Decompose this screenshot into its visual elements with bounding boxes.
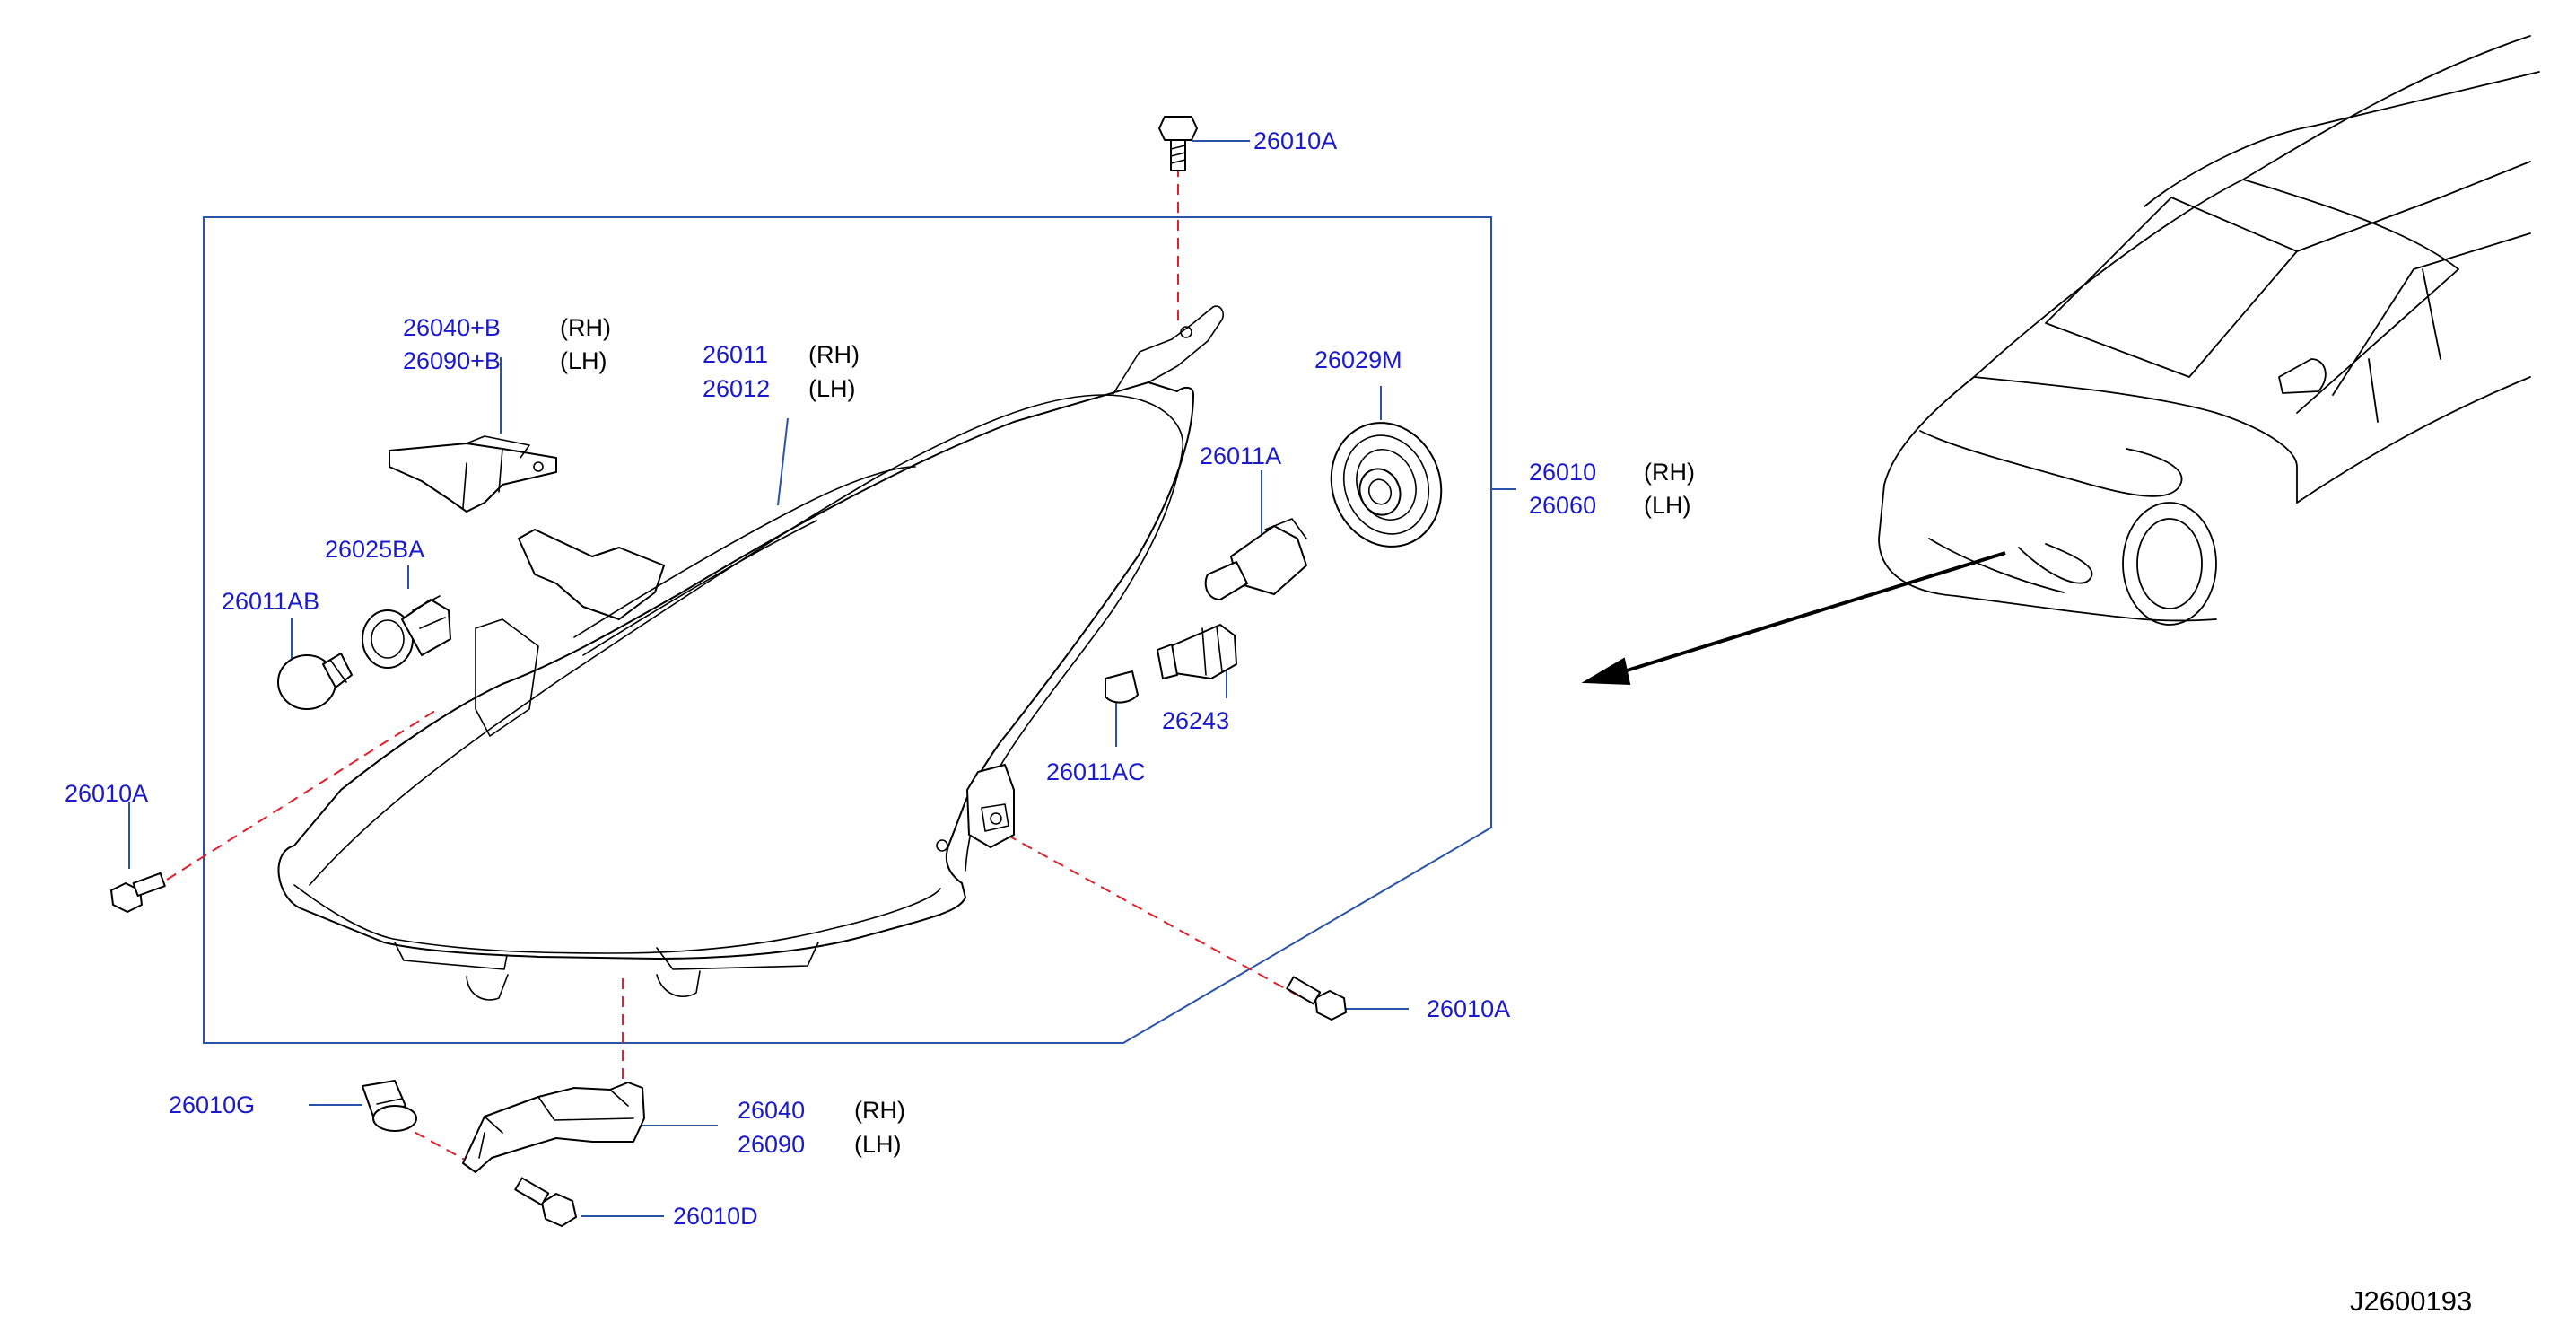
label-assembly-rh: 26010 — [1529, 459, 1596, 486]
label-bolt-lower-right: 26010A — [1427, 995, 1510, 1022]
label-bulb-ab: 26011AB — [222, 588, 319, 615]
bracket-lower-icon — [462, 1082, 645, 1173]
diagram-code: J2600193 — [2350, 1285, 2472, 1317]
label-housing-rh: 26011 — [703, 341, 768, 368]
label-bulb-ac: 26011AC — [1046, 758, 1146, 785]
bulb-ac-icon — [1105, 670, 1139, 704]
socket-ba-icon — [362, 595, 451, 669]
label-side-rh-2: (RH) — [808, 341, 860, 368]
label-bracket-lower-rh: 26040 — [738, 1097, 805, 1124]
bulb-main-icon — [1204, 518, 1307, 600]
label-assembly-lh: 26060 — [1529, 492, 1596, 519]
label-socket-ba: 26025BA — [325, 536, 424, 563]
assembly-frame — [203, 216, 1492, 1044]
label-side-lh-3: (LH) — [1644, 492, 1691, 519]
label-side-lh-4: (LH) — [854, 1131, 902, 1158]
label-bolt-top: 26010A — [1253, 127, 1337, 154]
label-side-lh-2: (LH) — [808, 375, 856, 402]
direction-arrow-icon — [1581, 551, 2006, 686]
label-side-rh-3: (RH) — [1644, 459, 1695, 486]
bolt-lower-right-icon — [1286, 976, 1347, 1021]
label-bracket-upper-lh: 26090+B — [403, 347, 501, 374]
part-labels: 26010A 26040+B (RH) 26090+B (LH) 26011 (… — [65, 127, 2472, 1317]
bolt-top-icon — [1158, 116, 1198, 171]
screw-icon — [514, 1177, 577, 1227]
label-bolt-left: 26010A — [65, 780, 148, 807]
car-icon — [1878, 35, 2540, 626]
label-side-rh-4: (RH) — [854, 1097, 905, 1124]
clip-icon — [362, 1080, 417, 1132]
label-side-rh-1: (RH) — [560, 314, 611, 341]
label-side-lh-1: (LH) — [560, 347, 607, 374]
headlamp-housing — [277, 305, 1225, 1001]
label-housing-lh: 26012 — [703, 375, 770, 402]
label-bulb-main: 26011A — [1200, 443, 1281, 469]
bulb-ab-icon — [277, 653, 353, 710]
label-screw: 26010D — [673, 1203, 758, 1230]
label-cap: 26029M — [1314, 346, 1402, 373]
label-bracket-lower-lh: 26090 — [738, 1131, 805, 1158]
label-socket-small: 26243 — [1162, 707, 1229, 734]
cap-icon — [1330, 422, 1443, 548]
label-bracket-upper-rh: 26040+B — [403, 314, 501, 341]
bracket-upper-icon — [389, 435, 557, 513]
bolt-left-icon — [110, 872, 166, 913]
socket-small-icon — [1157, 624, 1237, 679]
label-clip: 26010G — [169, 1091, 255, 1118]
